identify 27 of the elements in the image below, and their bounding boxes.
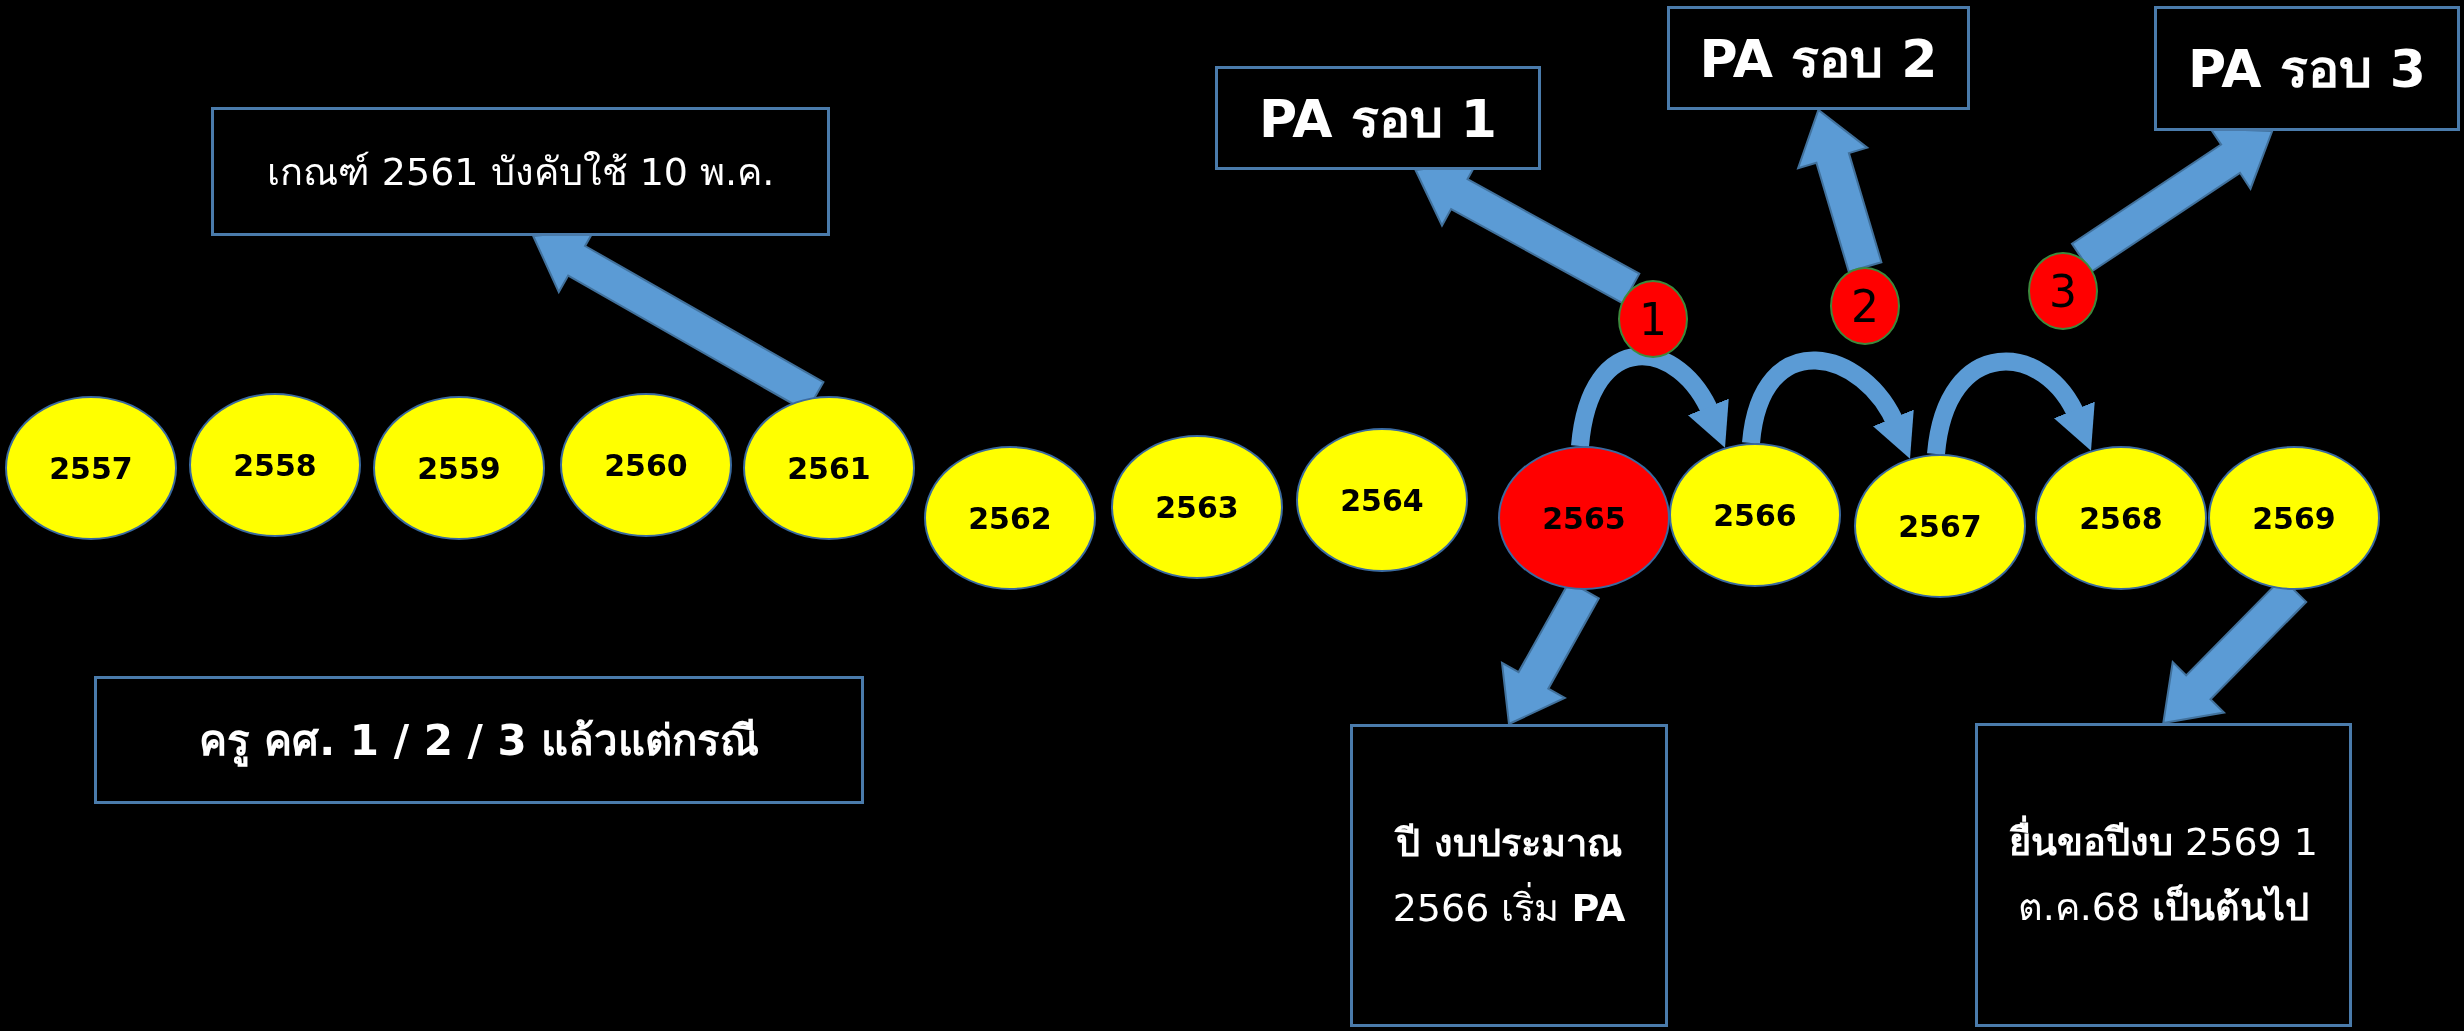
text-box: เกณฑ์ 2561 บังคับใช้ 10 พ.ค. xyxy=(211,107,830,236)
step-number-circle: 2 xyxy=(1830,267,1900,345)
year-circle: 2568 xyxy=(2035,446,2207,590)
year-circle: 2563 xyxy=(1111,435,1283,579)
curved-arrow xyxy=(1927,353,2094,456)
year-circle: 2564 xyxy=(1296,428,1468,572)
year-circle: 2558 xyxy=(189,393,361,537)
text-box: ครู คศ. 1 / 2 / 3 แล้วแต่กรณี xyxy=(94,676,864,804)
year-circle: 2562 xyxy=(924,446,1096,590)
year-circle: 2557 xyxy=(5,396,177,540)
curved-arrow xyxy=(1571,347,1728,448)
step-number-circle: 3 xyxy=(2028,252,2098,330)
step-number-circle: 1 xyxy=(1618,280,1688,358)
text-box: ยื่นขอปีงบ 2569 1 ต.ค.68 เป็นต้นไป xyxy=(1975,723,2352,1027)
curved-arrow xyxy=(1742,351,1913,458)
year-circle: 2566 xyxy=(1669,443,1841,587)
text-box: ปี งบประมาณ 2566 เริ่ม PA xyxy=(1350,724,1668,1027)
year-circle: 2569 xyxy=(2208,446,2380,590)
text-box: PA รอบ 1 xyxy=(1215,66,1541,170)
year-circle: 2567 xyxy=(1854,454,2026,598)
year-circle: 2560 xyxy=(560,393,732,537)
year-circle: 2559 xyxy=(373,396,545,540)
year-circle: 2565 xyxy=(1498,446,1670,590)
text-box: PA รอบ 3 xyxy=(2154,6,2460,131)
arrow xyxy=(1796,108,1883,274)
text-box: PA รอบ 2 xyxy=(1667,6,1970,110)
year-circle: 2561 xyxy=(743,396,915,540)
